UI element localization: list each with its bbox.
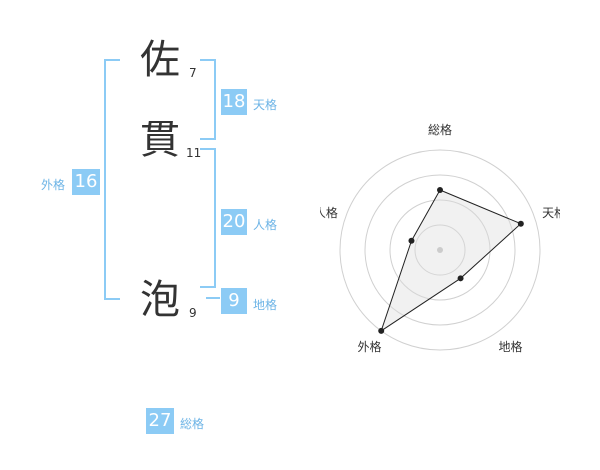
jinkaku-bracket bbox=[200, 148, 216, 288]
chikaku-connector bbox=[206, 297, 220, 299]
radar-point bbox=[408, 237, 415, 244]
jinkaku-label: 人格 bbox=[253, 218, 278, 232]
radar-polygon bbox=[380, 189, 522, 333]
name-char-3: 泡 bbox=[140, 277, 180, 323]
soukaku-value: 27 bbox=[146, 408, 174, 434]
radar-point bbox=[437, 187, 443, 193]
fortune-radar-chart: 総格天格地格 外格 人格 bbox=[320, 122, 560, 354]
stroke-count-3: 9 bbox=[189, 306, 197, 320]
radar-point bbox=[378, 327, 385, 334]
radar-axis-label: 地格 bbox=[499, 339, 523, 354]
tenkaku-label: 天格 bbox=[253, 98, 278, 112]
chikaku-label: 地格 bbox=[253, 298, 278, 312]
radar-axis-label: 天格 bbox=[542, 205, 560, 220]
jinkaku-value: 20 bbox=[221, 209, 247, 235]
radar-axis-label: 外格 bbox=[357, 339, 381, 354]
radar-axis-label: 人格 bbox=[320, 205, 338, 220]
radar-ring bbox=[389, 199, 491, 301]
radar-ring bbox=[414, 224, 466, 276]
radar-center bbox=[437, 247, 443, 253]
radar-point bbox=[457, 275, 464, 282]
radar-ring bbox=[339, 149, 541, 351]
tenkaku-bracket bbox=[200, 59, 216, 140]
tenkaku-value: 18 bbox=[221, 89, 247, 115]
gaikaku-value: 16 bbox=[72, 169, 100, 195]
name-char-2: 貫 bbox=[140, 117, 180, 163]
radar-ring bbox=[364, 174, 516, 326]
radar-point bbox=[517, 220, 524, 227]
radar-axis-label: 総格 bbox=[428, 122, 452, 137]
soukaku-label: 総格 bbox=[180, 417, 205, 431]
chikaku-value: 9 bbox=[221, 288, 247, 314]
stroke-count-1: 7 bbox=[189, 66, 197, 80]
stroke-count-2: 11 bbox=[186, 146, 202, 160]
gaikaku-bracket bbox=[104, 59, 120, 300]
gaikaku-label: 外格 bbox=[41, 178, 66, 192]
name-char-1: 佐 bbox=[140, 37, 180, 83]
